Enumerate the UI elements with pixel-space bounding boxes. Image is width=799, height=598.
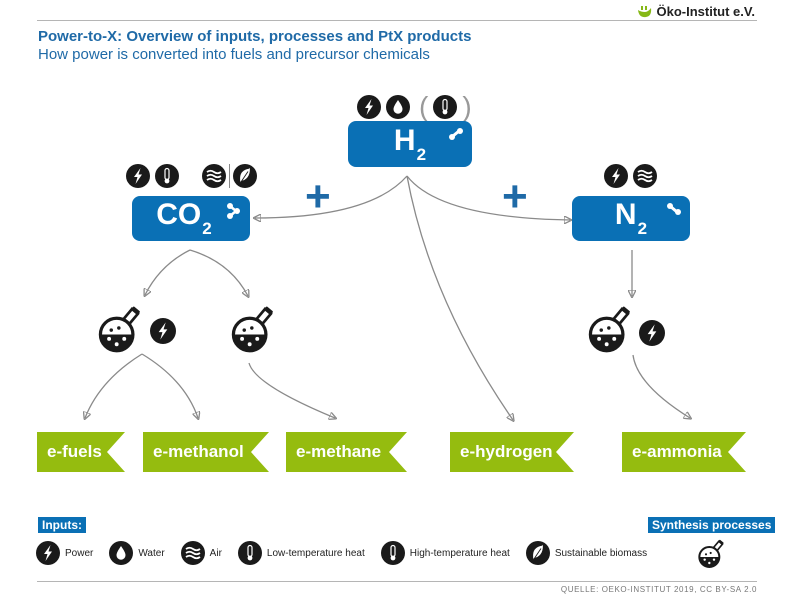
air-icon: [181, 541, 205, 565]
molecule-h2-icon: [449, 128, 463, 140]
inputs-legend: Power Water Air Low-temperature heat Hig…: [36, 541, 663, 565]
product-emethane[interactable]: e-methane: [286, 432, 407, 472]
page-subtitle: How power is converted into fuels and pr…: [38, 46, 430, 63]
arrow-h2-to-ehydrogen: [406, 175, 513, 420]
synthesis-legend-title: Synthesis processes: [648, 517, 776, 533]
inputs-legend-title: Inputs:: [38, 517, 86, 533]
power-icon: [150, 318, 176, 344]
product-efuels[interactable]: e-fuels: [37, 432, 125, 472]
logo: Öko-Institut e.V.: [637, 4, 755, 19]
legend-label: Water: [138, 547, 165, 559]
co2-inputs: [126, 164, 257, 188]
high-temperature-heat-icon: [433, 95, 457, 119]
legend-item-air: Air: [181, 541, 222, 565]
air-icon: [633, 164, 657, 188]
n2-inputs: [604, 164, 657, 188]
legend-label: Power: [65, 547, 94, 559]
air-icon: [202, 164, 226, 188]
optional-paren-close: ): [462, 91, 472, 122]
arrow-co2-to-flask2: [189, 249, 248, 296]
water-icon: [386, 95, 410, 119]
low-temperature-heat-icon: [155, 164, 179, 188]
optional-paren-open: (: [419, 91, 429, 122]
logo-text: Öko-Institut e.V.: [656, 4, 755, 19]
header-divider: [37, 20, 757, 21]
low-temperature-heat-icon: [238, 541, 262, 565]
logo-mark-icon: [637, 5, 651, 17]
molecule-co2-icon: [227, 203, 240, 219]
sustainable-biomass-icon: [526, 541, 550, 565]
plus-left: +: [305, 172, 331, 221]
co2-subscript: 2: [202, 219, 212, 238]
legend-label: Air: [209, 547, 222, 559]
co2-formula: CO2: [156, 198, 212, 238]
synthesis-flask-icon: [95, 302, 147, 354]
legend-item-low-temperature-heat: Low-temperature heat: [238, 541, 365, 565]
arrow-h2-to-n2: [406, 175, 570, 220]
legend-label: Low-temperature heat: [266, 547, 365, 559]
co2-box[interactable]: CO2: [132, 196, 250, 241]
source-credit: QUELLE: OEKO-INSTITUT 2019, CC BY-SA 2.0: [560, 585, 757, 594]
product-eammonia[interactable]: e-ammonia: [622, 432, 746, 472]
arrow-co2-to-flask1: [145, 249, 191, 295]
n2-subscript: 2: [637, 219, 648, 238]
h2-box[interactable]: H2: [348, 121, 472, 167]
n2-symbol: N: [614, 198, 637, 231]
legend-item-power: Power: [36, 541, 93, 565]
synthesis-flask-icon: [585, 302, 637, 354]
power-icon: [604, 164, 628, 188]
arrow-flask3-to-eammonia: [632, 354, 690, 418]
synthesis-flask-icon: [696, 537, 728, 569]
footer-divider: [37, 581, 757, 582]
h2-subscript: 2: [416, 144, 427, 164]
product-emethanol[interactable]: e-methanol: [143, 432, 269, 472]
arrow-h2-to-co2: [255, 175, 408, 218]
power-icon: [639, 320, 665, 346]
h2-formula: H2: [393, 123, 427, 164]
arrow-flask1-to-efuels: [85, 353, 143, 418]
high-temperature-heat-icon: [381, 541, 405, 565]
legend-item-sustainable-biomass: Sustainable biomass: [526, 541, 647, 565]
legend-item-high-temperature-heat: High-temperature heat: [381, 541, 510, 565]
arrow-flask2-to-emethane: [248, 362, 335, 418]
sustainable-biomass-icon: [233, 164, 257, 188]
or-divider: [229, 164, 230, 188]
water-icon: [109, 541, 133, 565]
legend-item-water: Water: [109, 541, 165, 565]
arrow-flask1-to-emethanol: [141, 353, 198, 418]
power-icon: [126, 164, 150, 188]
n2-formula: N2: [614, 198, 648, 238]
n2-box[interactable]: N2: [572, 196, 690, 241]
h2-inputs: ( ): [357, 91, 472, 123]
synthesis-flask-icon: [228, 302, 280, 354]
power-icon: [36, 541, 60, 565]
product-ehydrogen[interactable]: e-hydrogen: [450, 432, 574, 472]
h2-symbol: H: [393, 123, 416, 157]
legend-label: High-temperature heat: [409, 547, 510, 559]
power-icon: [357, 95, 381, 119]
plus-right: +: [502, 172, 528, 221]
molecule-n2-icon: [667, 203, 681, 215]
co2-symbol: CO: [156, 198, 202, 231]
legend-label: Sustainable biomass: [554, 547, 648, 559]
page-title: Power-to-X: Overview of inputs, processe…: [38, 28, 472, 45]
